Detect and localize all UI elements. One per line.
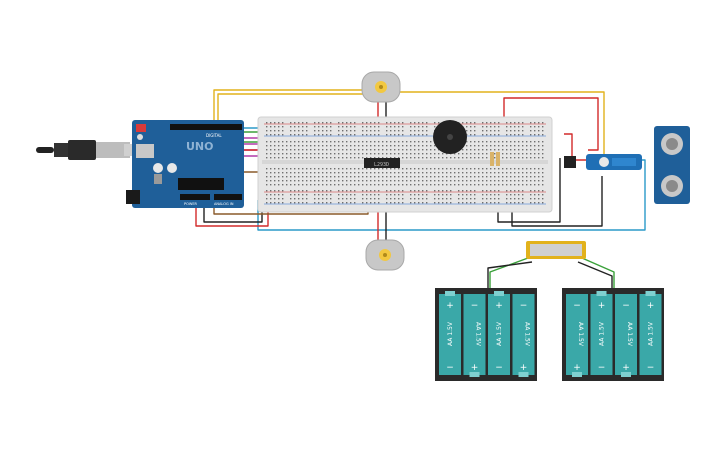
battery-cell: AA 1.5V + − <box>512 294 535 377</box>
analog-header <box>214 194 242 200</box>
battery-cell: AA 1.5V + − <box>590 291 613 375</box>
battery-cell: AA 1.5V + − <box>488 291 510 375</box>
dc-motor-top <box>361 71 401 103</box>
battery-cell-label: AA 1.5V <box>626 322 633 347</box>
wire-red-top-right <box>503 97 599 151</box>
ultrasonic-sensor: HC-SR04 <box>654 126 694 204</box>
wire-black-sensor <box>511 176 603 227</box>
wire-battery-black-right <box>577 261 613 290</box>
usb-cable <box>36 140 140 160</box>
battery-packs: AA 1.5V+−AA 1.5V+−AA 1.5V+−AA 1.5V+−AA 1… <box>435 288 664 381</box>
battery-plus-sign: + <box>598 301 606 311</box>
battery-cell-label: AA 1.5V <box>577 322 584 347</box>
power-jack <box>126 190 140 204</box>
wire-red-arduino-bottom <box>195 204 269 227</box>
servo-connector <box>564 156 576 168</box>
wire-yellow-top-2 <box>217 93 364 126</box>
battery-plus-sign: + <box>520 363 528 373</box>
battery-cell-label: AA 1.5V <box>447 321 454 346</box>
wire-yellow-right <box>400 91 605 160</box>
resistor-1 <box>490 152 494 166</box>
battery-minus-sign: − <box>622 301 630 311</box>
resistor-2 <box>496 152 500 166</box>
power-header <box>180 194 210 200</box>
battery-pack-2: AA 1.5V + − AA 1.5V + − AA 1.5V + − AA 1.5V + − <box>562 288 664 381</box>
battery-plus-sign: + <box>622 363 630 373</box>
breadboard <box>257 116 553 213</box>
battery-plus-sign: + <box>647 301 655 311</box>
battery-cell: AA 1.5V + − <box>566 294 588 377</box>
arduino-uno-board: UNO DIGITAL POWER ANALOG IN <box>126 120 244 208</box>
battery-cell-label: AA 1.5V <box>475 322 482 347</box>
wire-battery-black-left <box>487 261 533 290</box>
digital-header <box>170 124 242 130</box>
atmega-chip <box>178 178 224 190</box>
wire-red-servo <box>564 133 590 161</box>
battery-cell: AA 1.5V + − <box>639 291 662 375</box>
analog-label: ANALOG IN <box>214 202 234 206</box>
servo-motor <box>564 154 642 170</box>
dc-motor-bottom <box>365 239 405 271</box>
battery-cell-label: AA 1.5V <box>599 321 606 346</box>
reset-button <box>136 124 146 132</box>
sensor-label: HC-SR04 <box>689 156 694 174</box>
wire-battery-green-left <box>489 257 529 290</box>
usb-port <box>136 144 154 158</box>
battery-minus-sign: − <box>471 301 479 311</box>
resistors <box>490 152 500 166</box>
battery-plus-sign: + <box>446 301 454 311</box>
digital-label: DIGITAL <box>206 133 222 138</box>
motor-driver-ic: L293D <box>364 158 400 168</box>
battery-cell: AA 1.5V + − <box>463 294 486 377</box>
arduino-brand: UNO <box>186 140 214 153</box>
wire-yellow-top <box>213 89 364 126</box>
slide-switch <box>526 241 586 259</box>
breadboard-holes <box>266 122 544 204</box>
battery-plus-sign: + <box>573 363 581 373</box>
battery-minus-sign: − <box>495 363 503 373</box>
battery-plus-sign: + <box>471 363 479 373</box>
battery-minus-sign: − <box>520 301 528 311</box>
piezo-buzzer <box>433 120 467 154</box>
wire-blue-bottom <box>257 159 646 231</box>
battery-minus-sign: − <box>446 363 454 373</box>
battery-minus-sign: − <box>647 363 655 373</box>
battery-cell-label: AA 1.5V <box>524 322 531 347</box>
battery-minus-sign: − <box>573 301 581 311</box>
battery-plus-sign: + <box>495 301 503 311</box>
battery-cell-label: AA 1.5V <box>648 321 655 346</box>
battery-pack-1: AA 1.5V + − AA 1.5V + − AA 1.5V + − AA 1.5V + − <box>435 288 537 381</box>
battery-cell: AA 1.5V + − <box>615 294 637 377</box>
driver-ic-label: L293D <box>374 162 389 168</box>
battery-cell-label: AA 1.5V <box>496 321 503 346</box>
battery-cell: AA 1.5V + − <box>439 291 461 375</box>
wire-battery-green-right <box>581 257 615 290</box>
battery-minus-sign: − <box>598 363 606 373</box>
power-label: POWER <box>184 202 198 206</box>
